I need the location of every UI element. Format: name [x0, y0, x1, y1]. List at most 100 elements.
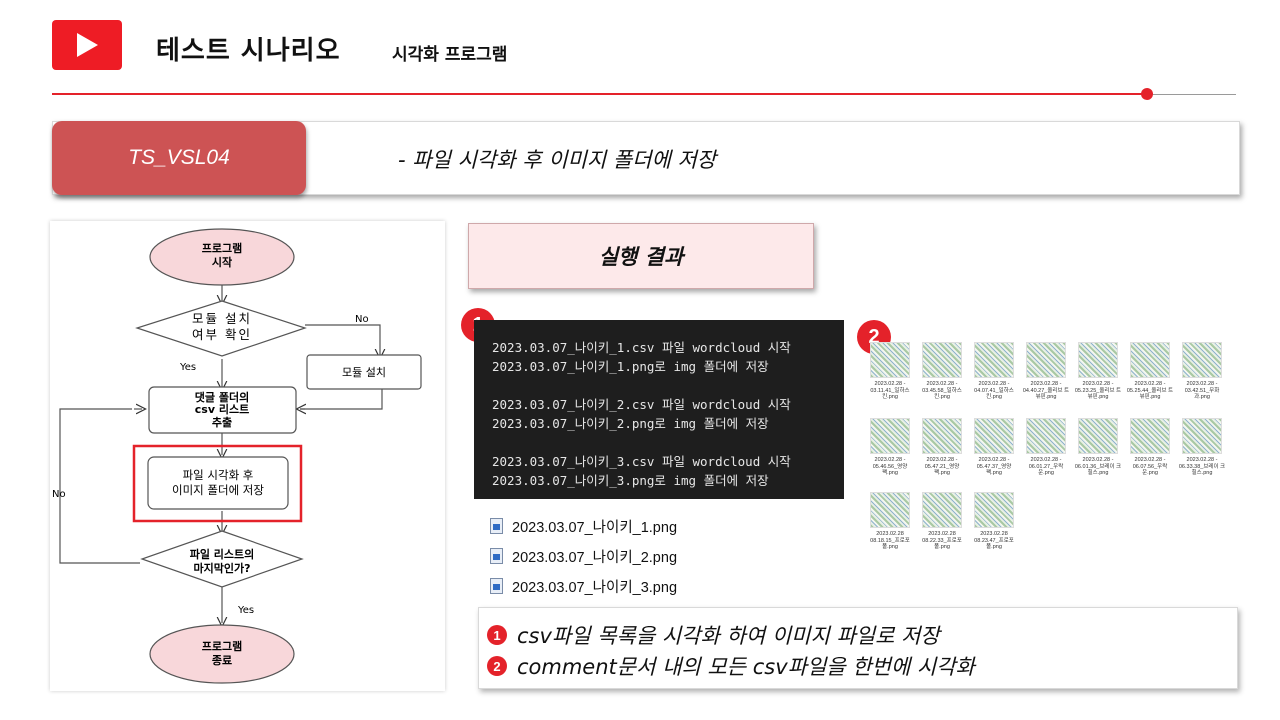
console-line: 2023.03.07_나이키_2.png로 img 폴더에 저장 — [492, 416, 769, 431]
summary-box: 1 csv파일 목록을 시각화 하여 이미지 파일로 저장 2 comment문… — [478, 607, 1238, 689]
wordcloud-thumbnail-image — [1026, 418, 1066, 454]
flow-visualize-node — [147, 456, 289, 510]
thumbnail-item[interactable]: 2023.02.28 - 05.47.37_영양팩.png — [970, 418, 1018, 477]
page-subtitle: 시각화 프로그램 — [392, 45, 508, 65]
thumbnail-item[interactable]: 2023.02.28 - 04.40.27_올리브 트뷰핀.png — [1022, 342, 1070, 401]
summary-item-2: 2 comment문서 내의 모든 csv파일을 한번에 시각화 — [487, 651, 975, 681]
wordcloud-thumbnail-image — [1130, 418, 1170, 454]
header-divider-dot — [1141, 88, 1153, 100]
thumbnail-caption: 2023.02.28 - 03.42.51_무화과.png — [1184, 381, 1220, 400]
image-file-icon — [490, 518, 503, 534]
wordcloud-thumbnail-image — [1078, 418, 1118, 454]
wordcloud-thumbnail-image — [1182, 342, 1222, 378]
wordcloud-thumbnail-image — [922, 492, 962, 528]
thumbnail-item[interactable]: 2023.02.28 08.22.33_프로포 폴.png — [918, 492, 966, 551]
wordcloud-thumbnail-image — [922, 342, 962, 378]
console-output: 2023.03.07_나이키_1.csv 파일 wordcloud 시작 202… — [474, 320, 844, 499]
thumbnail-caption: 2023.02.28 - 03.45.58_일하스 킨.png — [922, 381, 962, 400]
thumbnail-item[interactable]: 2023.02.28 - 03.42.51_무화과.png — [1178, 342, 1226, 401]
image-file-icon — [490, 578, 503, 594]
flow-visualize-label-1: 파일 시각화 후 — [183, 468, 254, 482]
wordcloud-thumbnail-image — [1130, 342, 1170, 378]
thumbnail-item[interactable]: 2023.02.28 - 06.01.27_우락운.png — [1022, 418, 1070, 477]
flow-last-file-label-2: 마지막인가? — [194, 561, 251, 575]
file-list: 2023.03.07_나이키_1.png 2023.03.07_나이키_2.pn… — [490, 511, 677, 601]
console-line: 2023.03.07_나이키_3.png로 img 폴더에 저장 — [492, 473, 769, 488]
thumbnail-item[interactable]: 2023.02.28 - 05.23.25_올리브 트뷰핀.png — [1074, 342, 1122, 401]
thumbnail-caption: 2023.02.28 - 05.23.25_올리브 트뷰핀.png — [1074, 381, 1122, 400]
wordcloud-thumbnail-image — [870, 418, 910, 454]
play-logo-icon — [52, 20, 122, 70]
thumbnail-item[interactable]: 2023.02.28 - 06.07.56_우락운.png — [1126, 418, 1174, 477]
summary-item-1: 1 csv파일 목록을 시각화 하여 이미지 파일로 저장 — [487, 620, 940, 650]
wordcloud-thumbnail-image — [974, 418, 1014, 454]
thumbnail-item[interactable]: 2023.02.28 - 05.46.56_영양팩.png — [866, 418, 914, 477]
flowchart-panel: 프로그램 시작 모듈 설치 여부 확인 No Yes 모듈 설치 댓글 폴더의 … — [50, 221, 445, 691]
thumbnail-item[interactable]: 2023.02.28 08.18.15_프로포 폴.png — [866, 492, 914, 551]
thumbnail-caption: 2023.02.28 - 05.47.37_영양팩.png — [976, 457, 1012, 476]
flow-extract-label-1: 댓글 폴더의 — [195, 390, 249, 404]
wordcloud-thumbnail-image — [1078, 342, 1118, 378]
file-name: 2023.03.07_나이키_1.png — [512, 519, 678, 536]
thumbnail-item[interactable]: 2023.02.28 - 04.07.41_일하스 킨.png — [970, 342, 1018, 401]
console-line: 2023.03.07_나이키_1.csv 파일 wordcloud 시작 — [492, 340, 791, 355]
summary-badge-1: 1 — [487, 625, 507, 645]
file-item[interactable]: 2023.03.07_나이키_3.png — [490, 571, 677, 601]
thumbnail-item[interactable]: 2023.02.28 - 03.11.41_일하스 킨.png — [866, 342, 914, 401]
flow-loop-no-label: No — [52, 489, 66, 500]
thumbnail-caption: 2023.02.28 08.18.15_프로포 폴.png — [870, 531, 910, 550]
file-item[interactable]: 2023.03.07_나이키_1.png — [490, 511, 677, 541]
file-name: 2023.03.07_나이키_2.png — [512, 549, 678, 566]
thumbnail-item[interactable]: 2023.02.28 - 06.33.38_브레이 크힐스.png — [1178, 418, 1226, 477]
flow-last-file-node — [140, 530, 304, 588]
file-item[interactable]: 2023.03.07_나이키_2.png — [490, 541, 677, 571]
thumbnail-caption: 2023.02.28 - 03.11.41_일하스 킨.png — [870, 381, 910, 400]
wordcloud-thumbnail-image — [974, 492, 1014, 528]
flow-start-label-1: 프로그램 — [202, 241, 242, 255]
thumbnail-caption: 2023.02.28 - 05.25.44_올리브 트뷰핀.png — [1126, 381, 1174, 400]
thumbnail-item[interactable]: 2023.02.28 08.23.47_프로포 폴.png — [970, 492, 1018, 551]
thumbnail-caption: 2023.02.28 - 06.01.36_브레이 크힐스.png — [1074, 457, 1122, 476]
console-line — [492, 376, 844, 395]
flow-end-yes-label: Yes — [237, 605, 254, 616]
flow-start-node — [149, 228, 295, 286]
console-line: 2023.03.07_나이키_3.csv 파일 wordcloud 시작 — [492, 454, 791, 469]
wordcloud-thumbnail-image — [1026, 342, 1066, 378]
thumbnail-caption: 2023.02.28 - 05.46.56_영양팩.png — [872, 457, 908, 476]
flow-module-check-label-1: 모듈 설치 — [192, 311, 252, 326]
thumbnail-item[interactable]: 2023.02.28 - 06.01.36_브레이 크힐스.png — [1074, 418, 1122, 477]
flow-end-node — [149, 624, 295, 684]
flow-last-file-label-1: 파일 리스트의 — [190, 547, 255, 561]
thumbnail-caption: 2023.02.28 - 04.07.41_일하스 킨.png — [974, 381, 1014, 400]
thumbnail-item[interactable]: 2023.02.28 - 03.45.58_일하스 킨.png — [918, 342, 966, 401]
flow-end-label-2: 종료 — [212, 654, 232, 667]
flow-install-node — [306, 354, 422, 390]
wordcloud-thumbnail-image — [974, 342, 1014, 378]
testcase-id: TS_VSL04 — [52, 121, 306, 195]
image-file-icon — [490, 548, 503, 564]
thumbnail-item[interactable]: 2023.02.28 - 05.47.21_영양팩.png — [918, 418, 966, 477]
console-line: 2023.03.07_나이키_1.png로 img 폴더에 저장 — [492, 359, 769, 374]
flow-highlight-frame — [132, 444, 303, 523]
header-divider-tail — [1152, 94, 1236, 95]
thumbnail-caption: 2023.02.28 08.23.47_프로포 폴.png — [974, 531, 1014, 550]
wordcloud-thumbnail-image — [870, 342, 910, 378]
thumbnail-caption: 2023.02.28 - 06.01.27_우락운.png — [1028, 457, 1064, 476]
flow-extract-label-2: csv 리스트 — [195, 402, 249, 416]
testcase-description: - 파일 시각화 후 이미지 폴더에 저장 — [398, 148, 717, 172]
summary-text-1: csv파일 목록을 시각화 하여 이미지 파일로 저장 — [517, 624, 940, 648]
header-divider — [52, 93, 1147, 95]
thumbnail-caption: 2023.02.28 - 04.40.27_올리브 트뷰핀.png — [1022, 381, 1070, 400]
flow-yes-label: Yes — [179, 362, 196, 373]
flow-install-label: 모듈 설치 — [342, 366, 386, 379]
console-line: 2023.03.07_나이키_2.csv 파일 wordcloud 시작 — [492, 397, 791, 412]
page-title: 테스트 시나리오 — [156, 36, 341, 66]
console-line — [492, 433, 844, 452]
flow-module-check-node — [135, 300, 307, 357]
flow-visualize-label-2: 이미지 폴더에 저장 — [172, 483, 264, 497]
file-name: 2023.03.07_나이키_3.png — [512, 579, 678, 596]
thumbnail-caption: 2023.02.28 - 06.33.38_브레이 크힐스.png — [1178, 457, 1226, 476]
thumbnail-item[interactable]: 2023.02.28 - 05.25.44_올리브 트뷰핀.png — [1126, 342, 1174, 401]
wordcloud-thumbnail-image — [922, 418, 962, 454]
summary-text-2: comment문서 내의 모든 csv파일을 한번에 시각화 — [517, 655, 975, 679]
